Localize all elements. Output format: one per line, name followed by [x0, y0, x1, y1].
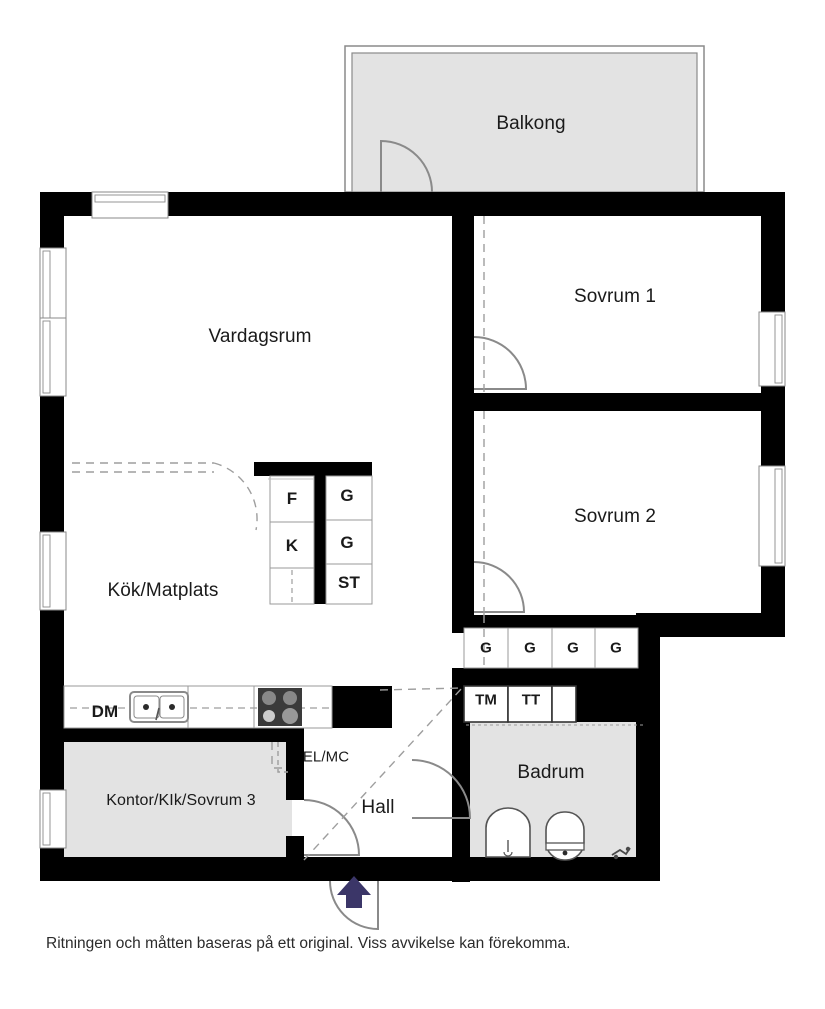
wall-vardagsrum-sovrum-2 [452, 393, 474, 615]
fixture-label-freezer: K [285, 536, 299, 555]
wall-hall-badrum [452, 686, 470, 882]
windows [39, 191, 786, 849]
fixture-label-fridge: F [286, 489, 298, 508]
plan-caption: Ritningen och måtten baseras på ett orig… [46, 935, 571, 952]
wall-kitchen-block-top [254, 462, 372, 476]
wall-above-laundry [452, 668, 660, 686]
fixture-label-cabinet-g3: G [480, 639, 492, 657]
wall-stove-right [330, 686, 392, 728]
fixture-label-dishwasher-dm: DM [91, 702, 119, 721]
entrance-arrow-icon [337, 876, 371, 908]
room-label-badrum: Badrum [517, 762, 585, 783]
unit-tt-box [507, 685, 553, 723]
guide-hall-diagonal [303, 687, 463, 861]
wall-hall-right-lower [432, 857, 470, 881]
shower-tap-icon [611, 846, 631, 860]
fixture-label-cleaning-st: ST [338, 573, 360, 592]
room-label-kontor-klk-sovrum-3: Kontor/KIk/Sovrum 3 [106, 792, 256, 809]
wall-vardagsrum-sovrum [452, 192, 474, 393]
guide-hall-diagonal-2 [379, 687, 463, 691]
wall-sovrum1-sovrum2 [452, 393, 762, 411]
fixture-label-cabinet-g2: G [340, 533, 354, 552]
door-badrum [411, 759, 472, 819]
wall-entrance-left [286, 857, 330, 881]
wall-kontor-hall [286, 728, 304, 800]
door-sovrum1 [473, 336, 528, 390]
wall-laundry-right [574, 686, 660, 722]
wall-entrance-right [367, 857, 432, 881]
unit-g4-box [507, 627, 553, 669]
guide-elmc-bracket [271, 742, 284, 769]
unit-g3-box [463, 627, 509, 669]
kitchen-counter [63, 685, 333, 729]
interior-walls [64, 192, 762, 882]
window-kontor-left [39, 789, 67, 849]
window-sovrum2-right [758, 465, 786, 567]
unit-laundry-empty-box [551, 685, 577, 723]
balcony-area [344, 45, 705, 193]
fixture-label-dryer-tt: TT [521, 691, 541, 709]
unit-freezer-box [269, 521, 315, 569]
door-kontor [303, 799, 361, 856]
fixture-label-washer-tm: TM [475, 691, 497, 709]
wall-kok-kontor [64, 728, 292, 742]
unit-fridge-box [269, 475, 315, 523]
stove-fixture [258, 688, 302, 726]
room-label-kok-matplats: Kök/Matplats [107, 580, 219, 601]
window-vardagsrum-left-2 [39, 317, 67, 397]
kitchen-block-units [268, 475, 373, 605]
fixture-label-cabinet-g4: G [524, 639, 536, 657]
sink-fixture [129, 691, 189, 723]
room-label-sovrum-2: Sovrum 2 [573, 506, 657, 527]
room-label-balkong: Balkong [496, 113, 566, 134]
window-vardagsrum-left-1 [39, 247, 67, 327]
dashed-guides [72, 216, 485, 861]
window-vardagsrum-top [91, 191, 169, 219]
window-kok-left [39, 531, 67, 611]
guide-vardagsrum-curve [213, 462, 258, 531]
door-entrance [329, 880, 379, 931]
door-arcs [303, 139, 528, 931]
fixture-label-electrical: EL/MC [302, 748, 350, 766]
unit-g1-box [325, 475, 373, 521]
laundry-cabinets [463, 627, 639, 723]
bathroom-fixtures [466, 724, 646, 861]
kontor-fill [64, 736, 292, 864]
unit-st-box [325, 563, 373, 605]
wall-hall-badrum-top [452, 668, 470, 688]
room-label-hall: Hall [361, 797, 395, 818]
fixture-label-cabinet-g1: G [340, 486, 354, 505]
fixture-label-cabinet-g6: G [610, 639, 622, 657]
unit-g6-box [594, 627, 639, 669]
room-label-sovrum-1: Sovrum 1 [573, 286, 657, 307]
washbasin-icon [485, 807, 531, 858]
room-label-vardagsrum: Vardagsrum [208, 326, 312, 347]
unit-tm-box [463, 685, 509, 723]
door-sovrum2 [473, 561, 526, 613]
fixture-label-cabinet-g5: G [567, 639, 579, 657]
unit-g2-box [325, 519, 373, 565]
door-balcony [380, 139, 433, 193]
toilet-icon [545, 811, 585, 861]
window-sovrum1-right [758, 311, 786, 387]
guide-kontor-bracket [277, 742, 288, 773]
